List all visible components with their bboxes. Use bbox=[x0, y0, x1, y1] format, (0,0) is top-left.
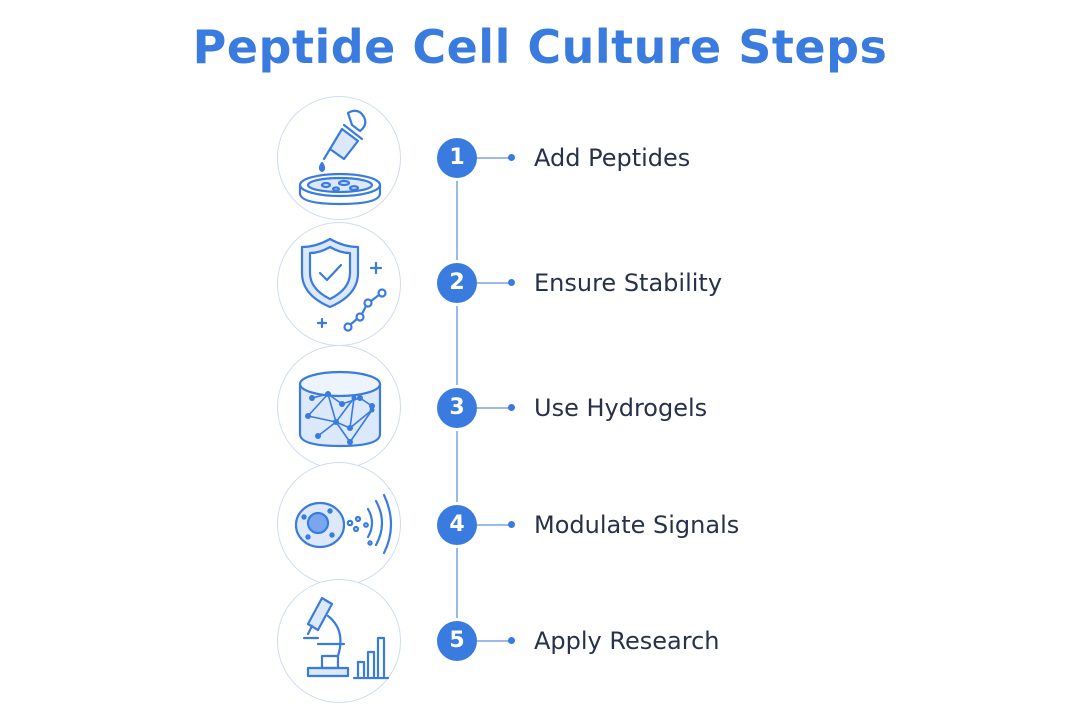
step-5-connector bbox=[477, 640, 511, 642]
step-5-connector-dot bbox=[508, 637, 515, 644]
step-3-connector bbox=[477, 407, 511, 409]
step-3-icon-circle bbox=[277, 345, 401, 469]
step-2-connector-dot bbox=[508, 279, 515, 286]
cell-signal-icon bbox=[294, 493, 393, 555]
step-4-badge: 4 bbox=[437, 505, 477, 545]
step-5-icon-circle bbox=[277, 579, 401, 703]
dropper-petri-dish-icon bbox=[298, 109, 382, 206]
step-2-icon-circle bbox=[277, 222, 401, 346]
step-1-icon-circle bbox=[277, 96, 401, 220]
step-1-connector-dot bbox=[508, 154, 515, 161]
step-1-badge: 1 bbox=[437, 138, 477, 178]
step-2-badge: 2 bbox=[437, 263, 477, 303]
shield-check-icon bbox=[300, 237, 387, 332]
step-1-connector bbox=[477, 157, 511, 159]
hydrogel-network-icon bbox=[298, 370, 382, 448]
step-4-label: Modulate Signals bbox=[534, 511, 740, 539]
step-2-connector bbox=[477, 282, 511, 284]
step-5-badge: 5 bbox=[437, 621, 477, 661]
microscope-chart-icon bbox=[302, 596, 390, 680]
step-4-icon-circle bbox=[277, 462, 401, 586]
step-2-label: Ensure Stability bbox=[534, 269, 723, 297]
step-5-label: Apply Research bbox=[534, 627, 720, 655]
step-3-badge: 3 bbox=[437, 388, 477, 428]
step-1-label: Add Peptides bbox=[534, 144, 691, 172]
step-3-connector-dot bbox=[508, 404, 515, 411]
step-4-connector bbox=[477, 524, 511, 526]
step-4-connector-dot bbox=[508, 521, 515, 528]
page-title: Peptide Cell Culture Steps bbox=[192, 20, 888, 74]
step-3-label: Use Hydrogels bbox=[534, 394, 708, 422]
